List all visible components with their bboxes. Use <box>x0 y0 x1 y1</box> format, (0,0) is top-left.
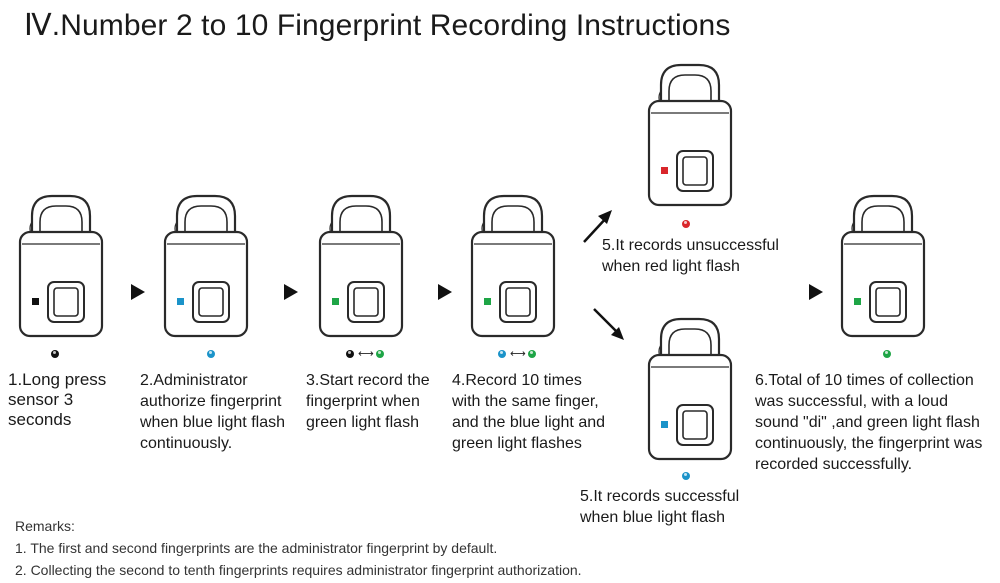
padlock-step-4 <box>470 188 556 338</box>
led-dot-blue <box>682 472 690 480</box>
padlock-step-6 <box>840 188 926 338</box>
step-4-caption: 4.Record 10 times with the same finger, … <box>452 372 606 452</box>
padlock-step-2 <box>163 188 249 338</box>
led-dot-black <box>51 350 59 358</box>
remark-item-1: 1. The first and second fingerprints are… <box>15 540 498 556</box>
step-5-fail-caption: 5.It records unsuccessful when red light… <box>602 237 779 275</box>
led-dot-blue <box>207 350 215 358</box>
led-dot-green <box>883 350 891 358</box>
next-arrow-icon <box>131 284 145 300</box>
remarks-heading: Remarks: <box>15 518 75 534</box>
step-2-caption: 2.Administrator authorize fingerprint wh… <box>140 372 285 452</box>
padlock-step-3 <box>318 188 404 338</box>
remark-item-2: 2. Collecting the second to tenth finger… <box>15 562 582 578</box>
remarks-section: Remarks: 1. The first and second fingerp… <box>15 515 582 581</box>
led-dot-green <box>376 350 384 358</box>
step-3-caption: 3.Start record the fingerprint when gree… <box>306 372 430 431</box>
padlock-step-5-fail <box>647 57 733 207</box>
led-dot-green <box>528 350 536 358</box>
led-dot-black <box>346 350 354 358</box>
step-6-caption: 6.Total of 10 times of collection was su… <box>755 372 983 473</box>
next-arrow-icon <box>438 284 452 300</box>
step-5-success-caption: 5.It records successful when blue light … <box>580 488 740 526</box>
padlock-step-5-success <box>647 311 733 461</box>
step-1-caption: 1.Long press sensor 3 seconds <box>8 370 107 429</box>
double-arrow-icon: ⟷ <box>510 348 526 360</box>
padlock-step-1 <box>18 188 104 338</box>
next-arrow-icon <box>284 284 298 300</box>
page-title: Ⅳ.Number 2 to 10 Fingerprint Recording I… <box>24 9 731 42</box>
next-arrow-icon <box>809 284 823 300</box>
arrow-down-right-icon <box>593 308 624 340</box>
led-dot-red <box>682 220 690 228</box>
arrow-up-right-icon <box>583 210 612 243</box>
double-arrow-icon: ⟷ <box>358 348 374 360</box>
led-dot-blue <box>498 350 506 358</box>
